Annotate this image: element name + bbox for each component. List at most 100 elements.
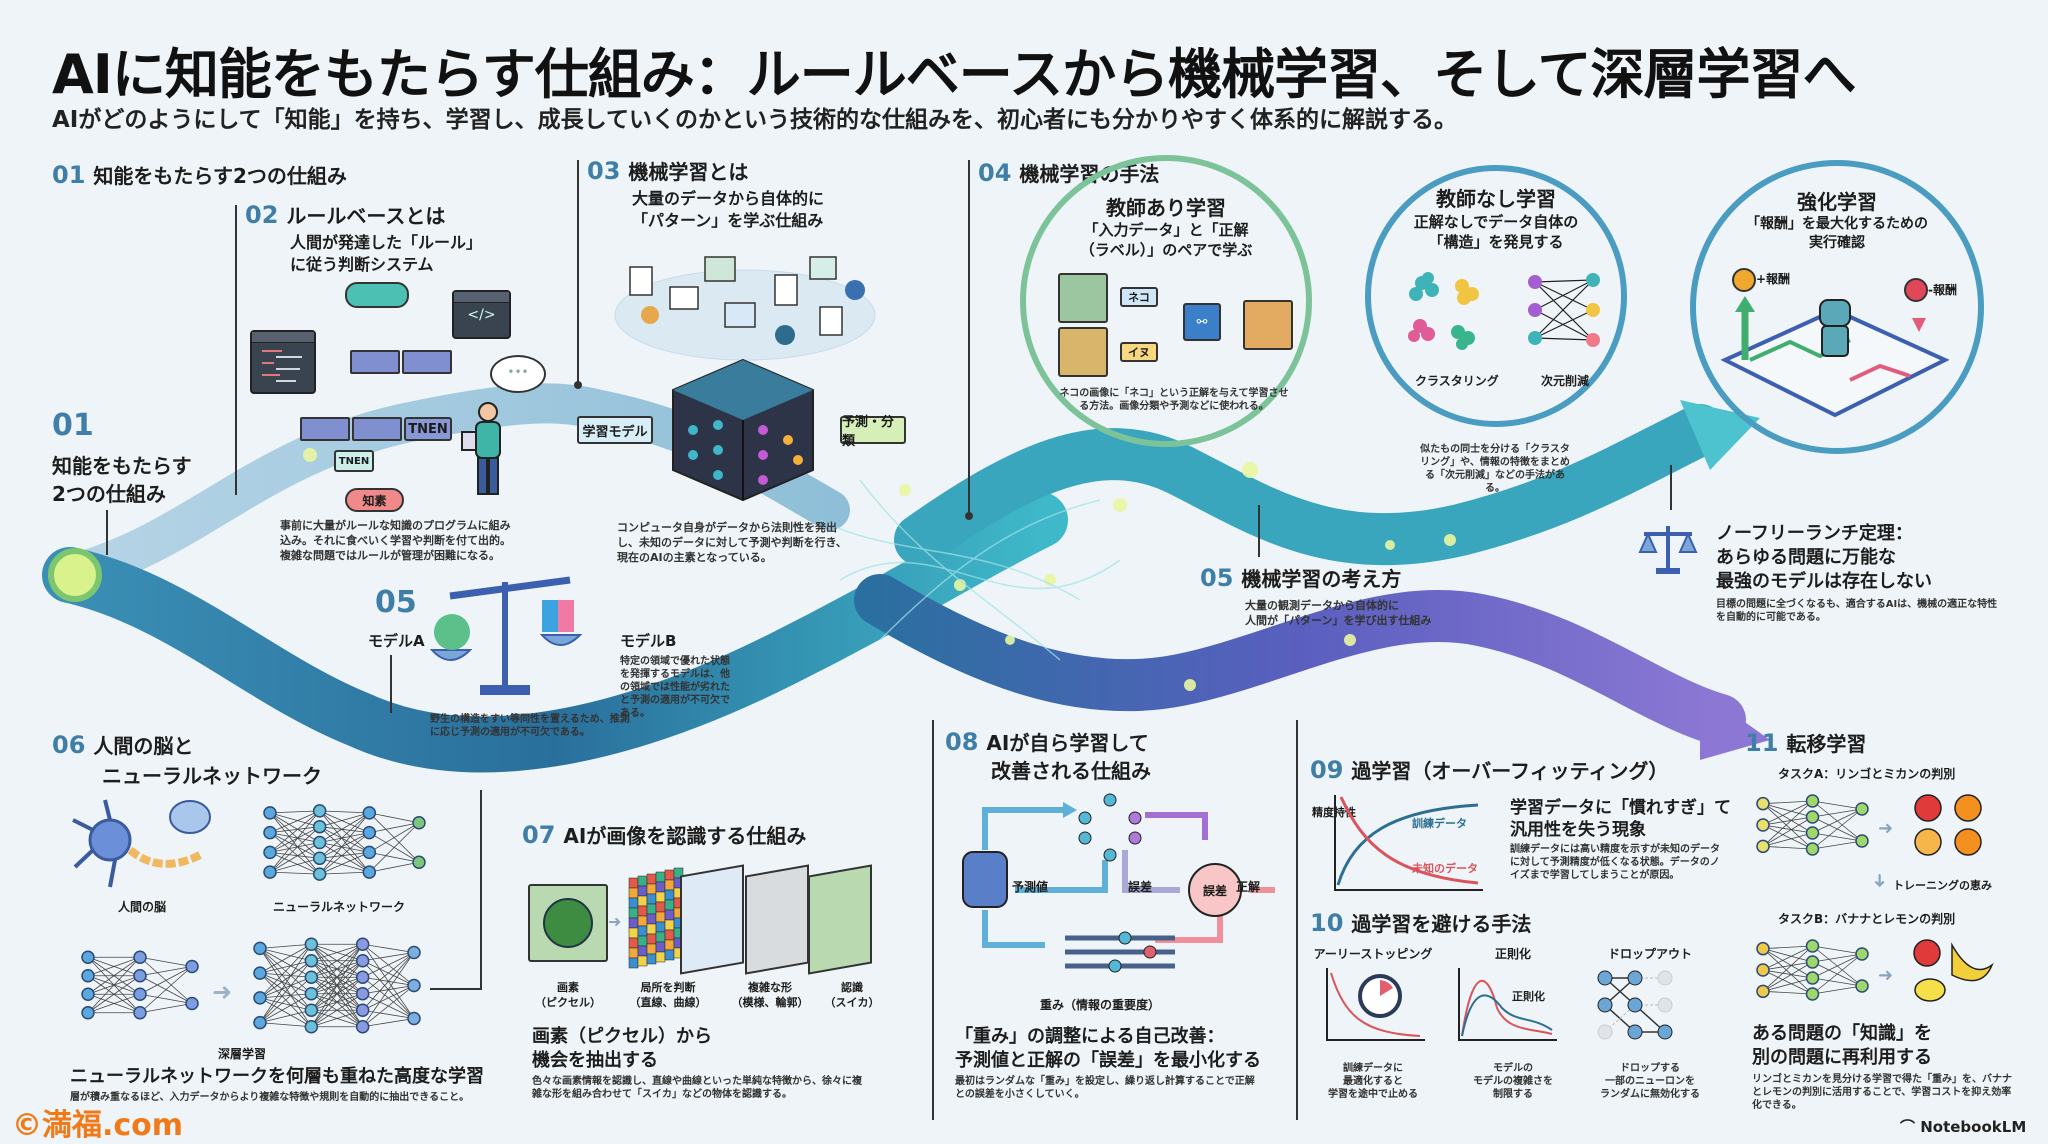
prediction-value-label: 予測値 (1012, 880, 1049, 894)
section-number: 03 (587, 157, 621, 185)
pixel-grid-layer (628, 867, 684, 969)
pixel-cell (646, 903, 657, 915)
subtitle-line: 人間が発達した「ルール」 (290, 233, 483, 252)
nn-node (304, 954, 319, 968)
model-a-label: モデルA (368, 632, 425, 650)
arrowhead-purple (1700, 690, 1770, 760)
pixel-cell (646, 943, 657, 955)
pixel-cell (655, 871, 666, 883)
section-title: 過学習（オーバーフィッティング） (1351, 759, 1669, 783)
step-line: 局所を判断 (640, 981, 696, 994)
early-stopping-chart (1326, 968, 1425, 1041)
pixel-cell (655, 931, 666, 943)
headline-line: 「重み」の調整による自己改善： (955, 1026, 1225, 1047)
nfl-title-line: あらゆる問題に万能な (1716, 547, 1896, 568)
nn-node (133, 1006, 147, 1020)
nn-edge (1812, 840, 1863, 850)
pixel-cell (664, 879, 675, 891)
headline-line: 予測値と正解の「誤差」を最小化する (955, 1050, 1261, 1071)
avoid-method-desc: モデルのモデルの複雑さを制限する (1448, 1062, 1578, 1101)
code-editor-icon (250, 330, 316, 394)
nn-node (133, 969, 147, 983)
penalty-icon (1904, 278, 1928, 302)
step-line: 画素 (557, 981, 579, 994)
arrow-right-icon: ➜ (1878, 818, 1894, 839)
nn-edge (362, 1009, 415, 1019)
dimensionality-reduction-icon (1528, 273, 1600, 347)
pixel-cell (664, 909, 675, 921)
nn-edge (319, 826, 370, 853)
nn-edge (362, 952, 415, 978)
nn-edge (259, 976, 312, 1023)
nn-node (185, 996, 199, 1011)
apple-orange-icons (1914, 794, 1982, 856)
nn-edge (259, 943, 312, 949)
subtitle-line: 実行確認 (1809, 235, 1865, 251)
neuron-icon (72, 799, 211, 888)
nn-edge (1762, 948, 1813, 979)
nn-edge (87, 993, 141, 1014)
notebooklm-icon: ⌒ (1900, 1118, 1921, 1136)
nn-node (362, 845, 377, 860)
pixel-cell (664, 939, 675, 951)
divider-line (1296, 720, 1298, 1120)
nn-edge (269, 832, 320, 843)
recognition-step-label: 複雑な形（模様、輪郭） (730, 980, 810, 1010)
nn-edge (319, 832, 370, 859)
arrow-right-icon: ➜ (608, 912, 622, 931)
dropout-network-icon (1597, 970, 1673, 1040)
nn-edge (269, 842, 320, 853)
nfl-title-line: ノーフリーランチ定理： (1716, 523, 1913, 544)
model-b-desc: 特定の領域で優れた状態を発揮するモデルは、他の領域では性能が劣れたと予測の適用が… (620, 656, 730, 719)
pixel-cell (646, 893, 657, 905)
pixel-cell (637, 895, 648, 907)
nn-node (253, 941, 267, 956)
error-label: 誤差 (1128, 880, 1153, 894)
nn-edge (259, 997, 312, 1011)
desc-line: ランダムに無効化する (1600, 1089, 1700, 1100)
desc-line: ドロップする (1620, 1063, 1680, 1074)
nn-edge (362, 952, 415, 1027)
connector-dot (574, 381, 582, 389)
nn-node (185, 959, 199, 974)
pixel-cell (664, 949, 675, 961)
nn-edge (139, 966, 193, 1014)
recognition-step-label: 画素（ピクセル） (528, 980, 608, 1010)
nn-edge (1762, 969, 1813, 995)
nn-edge (269, 826, 320, 873)
section-number: 10 (1310, 909, 1344, 937)
nn-edge (1762, 945, 1813, 971)
minus-reward-label: -報酬 (1928, 283, 1957, 297)
nn-edge (269, 842, 320, 873)
nn-edge (319, 810, 370, 833)
nn-edge (362, 952, 415, 995)
nn-node (133, 950, 147, 964)
nn-edge (1762, 800, 1813, 847)
neural-network-icon (263, 804, 426, 881)
banana-icon (1951, 942, 1994, 982)
nn-node (133, 987, 147, 1001)
nn-edge (311, 993, 363, 1028)
subtitle-line: （ラベル）」のペアで学ぶ (1079, 241, 1253, 259)
notebooklm-logo: ⌒ NotebookLM (1900, 1116, 2026, 1137)
task-a-label: タスクA：リンゴとミカンの判別 (1778, 767, 1956, 781)
nn-edge (1762, 845, 1813, 850)
nn-edge (1762, 824, 1813, 850)
section-title: 人間の脳と (93, 734, 194, 758)
step-line: （直線、曲線） (629, 996, 707, 1009)
apple-icon (1913, 939, 1941, 967)
nn-edge (311, 943, 363, 978)
nn-node (1805, 810, 1820, 824)
pixel-cell (646, 923, 657, 935)
nn-edge (259, 960, 312, 974)
nn-edge (139, 956, 193, 967)
pixel-cell (637, 885, 648, 897)
nn-edge (259, 944, 312, 1023)
nn-edge (1762, 803, 1813, 834)
neural-network-label: ニューラルネットワーク (273, 900, 406, 914)
legend-test: 未知のデータ (1412, 862, 1478, 875)
nn-edge (369, 812, 420, 824)
predicted-cat-photo (1243, 300, 1293, 350)
nn-node (312, 835, 327, 850)
